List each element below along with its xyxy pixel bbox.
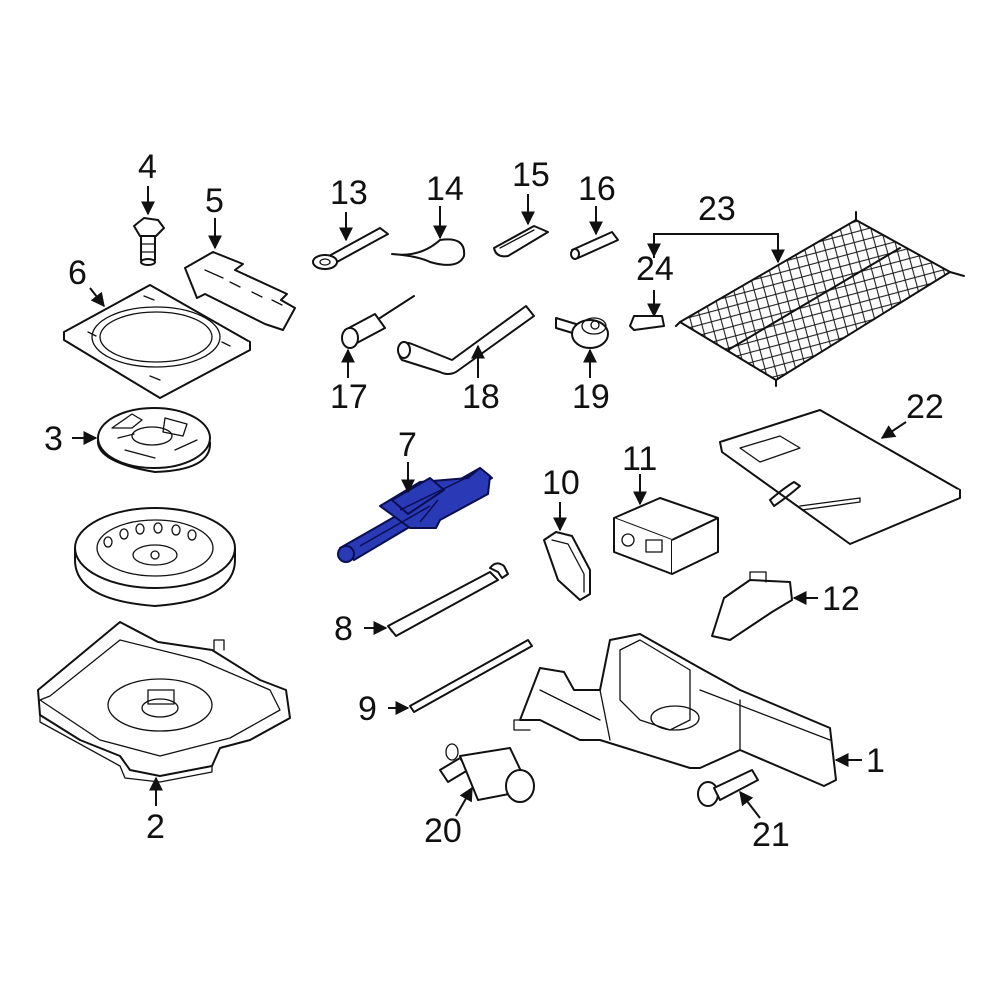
part-1-tray[interactable] [513, 633, 837, 787]
spare-wheel[interactable] [74, 507, 236, 607]
label-13: 13 [330, 174, 368, 212]
callout-labels: 4 5 6 3 13 14 15 16 23 24 17 18 19 22 7 … [44, 148, 944, 854]
part-23-cargo-net[interactable] [675, 211, 965, 387]
label-11: 11 [622, 440, 657, 478]
part-10-foam-block[interactable] [543, 531, 591, 601]
label-14: 14 [426, 170, 464, 208]
part-19-valve[interactable] [555, 317, 609, 349]
part-15-holder[interactable] [493, 225, 549, 258]
part-5-bracket[interactable] [184, 251, 296, 331]
label-15: 15 [512, 156, 550, 194]
label-22: 22 [906, 388, 944, 426]
label-12: 12 [822, 580, 860, 618]
label-17: 17 [330, 378, 368, 416]
label-10: 10 [542, 464, 580, 502]
part-18-wheel-wrench[interactable] [397, 305, 535, 375]
part-13-tow-eye[interactable] [312, 227, 389, 270]
part-11-module-box[interactable] [613, 497, 719, 575]
label-20: 20 [424, 812, 462, 850]
part-16-pin[interactable] [570, 231, 619, 260]
label-4: 4 [138, 148, 157, 186]
part-24-clip[interactable] [629, 315, 665, 331]
label-16: 16 [578, 170, 616, 208]
part-8-jack-handle[interactable] [387, 562, 509, 637]
label-2: 2 [146, 808, 165, 846]
label-9: 9 [358, 690, 377, 728]
label-21: 21 [752, 816, 790, 854]
part-7-scissor-jack[interactable] [337, 467, 493, 563]
label-1: 1 [866, 742, 885, 780]
part-3-tool-tray[interactable] [96, 407, 212, 473]
part-14-spring-clip[interactable] [391, 238, 466, 266]
part-6-wheel-cover[interactable] [63, 284, 251, 399]
label-8: 8 [334, 610, 353, 648]
label-6: 6 [68, 254, 87, 292]
part-17-adapter[interactable] [341, 295, 415, 349]
leader-lines [72, 186, 907, 819]
part-21-bolt[interactable] [697, 769, 759, 807]
part-2-wheel-well[interactable] [37, 621, 291, 783]
label-23: 23 [698, 190, 736, 228]
label-7: 7 [398, 426, 417, 464]
part-4-wing-bolt[interactable] [133, 217, 165, 266]
part-9-rod[interactable] [409, 639, 533, 713]
part-20-compressor[interactable] [439, 743, 535, 803]
part-12-cover[interactable] [711, 571, 793, 641]
part-22-load-floor[interactable] [719, 409, 961, 545]
label-18: 18 [462, 378, 500, 416]
label-19: 19 [572, 378, 610, 416]
label-5: 5 [205, 182, 224, 220]
label-24: 24 [636, 250, 674, 288]
label-3: 3 [44, 420, 63, 458]
